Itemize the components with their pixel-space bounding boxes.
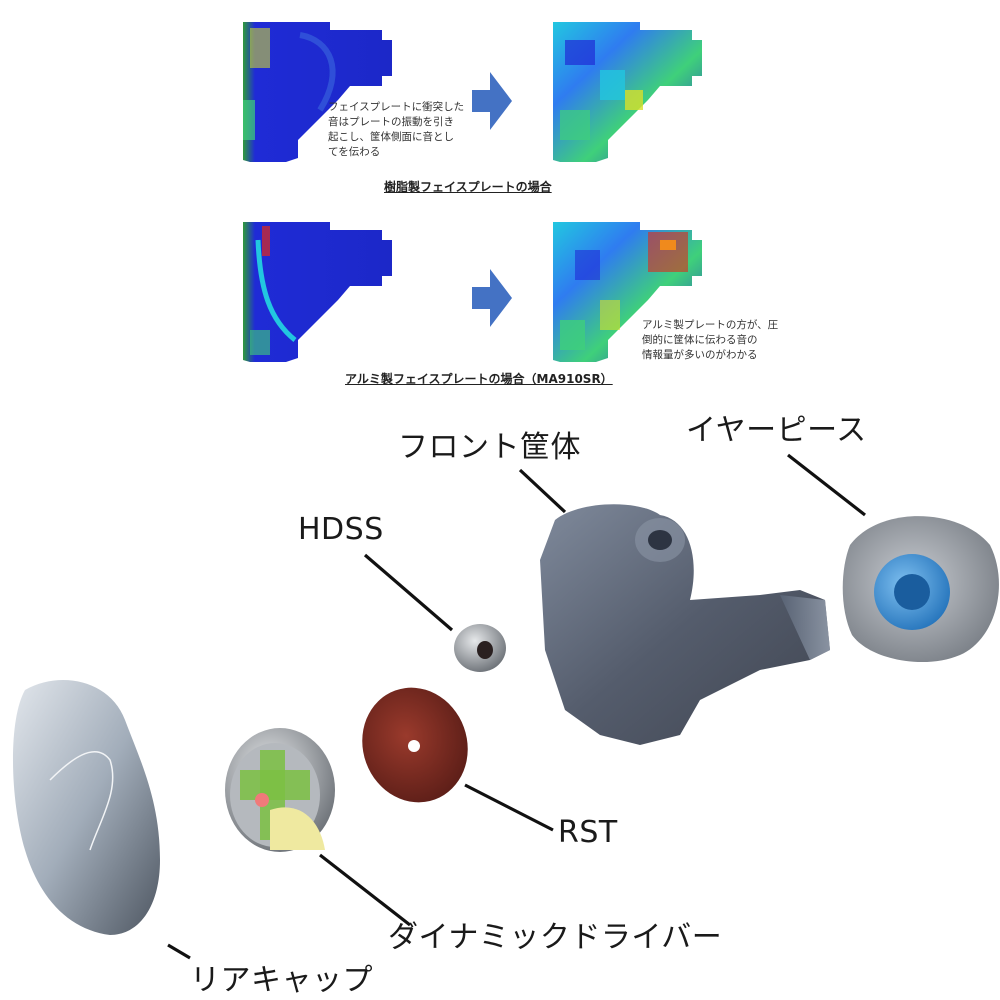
sim-arrow-resin xyxy=(472,72,512,130)
label-rst: RST xyxy=(558,815,618,850)
caption-aluminum: アルミ製フェイスプレートの場合（MA910SR） xyxy=(345,372,613,386)
sim-aluminum-before xyxy=(243,222,392,362)
label-eartip: イヤーピース xyxy=(686,413,867,448)
sim-aluminum-after xyxy=(553,222,702,362)
sim-resin-before xyxy=(243,22,392,162)
label-rear-cap: リアキャップ xyxy=(190,963,373,998)
sim-resin-after xyxy=(553,22,702,162)
leader-eartip xyxy=(787,453,866,517)
leader-rear-cap xyxy=(167,943,191,960)
note-resin-line-1: フェイスプレートに衝突した xyxy=(328,101,465,113)
leader-hdss xyxy=(363,553,454,632)
caption-resin: 樹脂製フェイスプレートの場合 xyxy=(384,180,552,194)
rear-cap-graphic xyxy=(12,680,160,935)
note-resin-line-4: てを伝わる xyxy=(328,146,381,158)
leader-driver xyxy=(319,853,411,927)
front-housing-graphic xyxy=(540,504,830,745)
rst-graphic xyxy=(362,687,468,803)
leader-lines xyxy=(167,453,866,960)
driver-graphic xyxy=(225,728,335,852)
note-resin: フェイスプレートに衝突した 音はプレートの振動を引き 起こし、筐体側面に音とし … xyxy=(328,100,478,160)
label-hdss: HDSS xyxy=(298,512,384,547)
label-driver: ダイナミックドライバー xyxy=(388,920,723,955)
note-aluminum-line-2: 倒的に筐体に伝わる音の xyxy=(642,334,758,346)
sim-arrow-aluminum xyxy=(472,269,512,327)
note-aluminum-line-3: 情報量が多いのがわかる xyxy=(642,349,758,361)
note-aluminum: アルミ製プレートの方が、圧 倒的に筐体に伝わる音の 情報量が多いのがわかる xyxy=(642,318,792,363)
note-resin-line-3: 起こし、筐体側面に音とし xyxy=(328,131,454,143)
leader-rst xyxy=(464,783,554,832)
note-aluminum-line-1: アルミ製プレートの方が、圧 xyxy=(642,319,779,331)
label-front-housing: フロント筐体 xyxy=(398,430,581,465)
leader-front-housing xyxy=(518,468,567,514)
eartip-graphic xyxy=(842,516,999,663)
note-resin-line-2: 音はプレートの振動を引き xyxy=(328,116,454,128)
hdss-graphic xyxy=(454,624,506,672)
